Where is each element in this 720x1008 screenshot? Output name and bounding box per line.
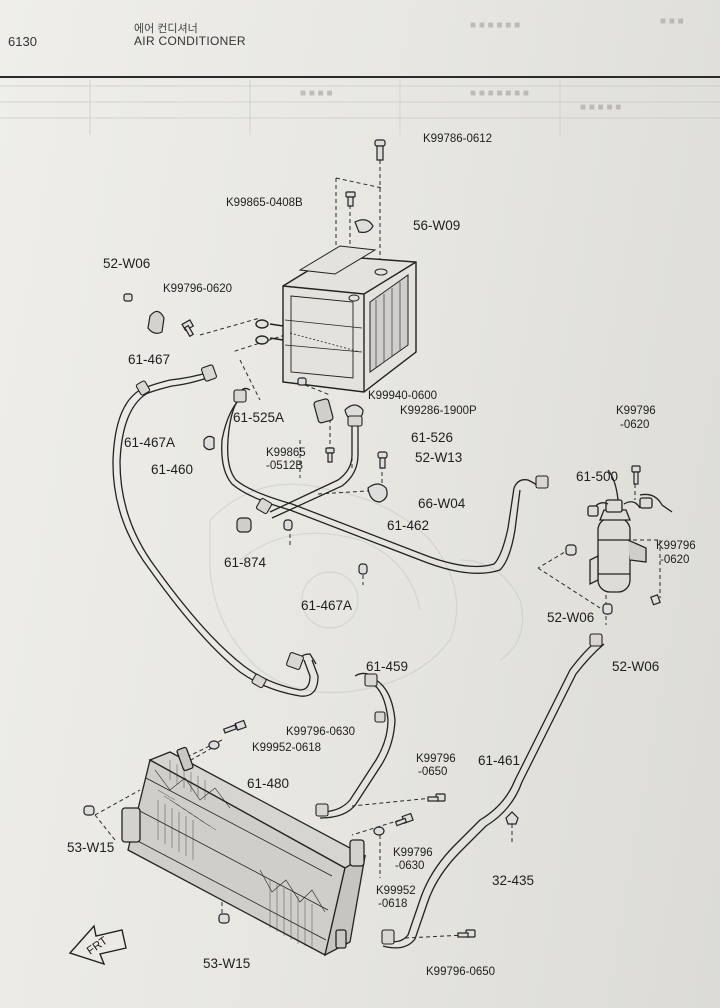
svg-text:■ ■ ■ ■ ■ ■ ■: ■ ■ ■ ■ ■ ■ ■ xyxy=(470,88,529,99)
refrigerant-pipes xyxy=(112,371,673,949)
front-direction-arrow xyxy=(68,924,127,966)
label-k99796-0620-right2-line2: -0620 xyxy=(660,554,689,566)
label-k99952-0618-line1: K99952 xyxy=(376,885,416,897)
label-52-w06-left: 52-W06 xyxy=(103,256,150,271)
receiver-drier xyxy=(587,497,653,593)
label-61-874: 61-874 xyxy=(224,555,267,570)
condenser-fins xyxy=(157,760,313,948)
label-61-467a-top: 61-467A xyxy=(124,435,175,450)
header-rule xyxy=(0,76,720,78)
label-61-525a: 61-525A xyxy=(233,410,284,425)
label-k99796-0630-line1: K99796 xyxy=(393,847,433,859)
label-k99796-0620-right2-line1: K99796 xyxy=(656,540,696,552)
label-66-w04: 66-W04 xyxy=(418,496,466,511)
label-61-480: 61-480 xyxy=(247,776,289,791)
label-k99796-0650-bottom: K99796-0650 xyxy=(426,966,495,978)
label-32-435: 32-435 xyxy=(492,873,534,888)
label-k99865-0408b: K99865-0408B xyxy=(226,197,303,209)
label-61-500: 61-500 xyxy=(576,469,618,484)
label-k99796-0630-top: K99796-0630 xyxy=(286,726,355,738)
label-61-459: 61-459 xyxy=(366,659,408,674)
label-56-w09: 56-W09 xyxy=(413,218,460,233)
bleed-through-table xyxy=(0,80,720,135)
label-k99796-0620-right1-line1: K99796 xyxy=(616,405,656,417)
label-k99940-0600: K99940-0600 xyxy=(368,390,437,402)
page-number: 6130 xyxy=(8,34,37,49)
label-61-526: 61-526 xyxy=(411,430,453,445)
label-52-w06-right1: 52-W06 xyxy=(547,610,594,625)
svg-text:■ ■ ■ ■ ■: ■ ■ ■ ■ ■ xyxy=(580,102,621,113)
label-53-w15-bottom: 53-W15 xyxy=(203,956,250,971)
label-k99865-0512b-line2: -0512B xyxy=(266,460,303,472)
label-k99796-0630-line2: -0630 xyxy=(395,860,424,872)
label-k99952-0618-top: K99952-0618 xyxy=(252,742,321,754)
label-k99952-0618-line2: -0618 xyxy=(378,898,407,910)
label-52-w06-right2: 52-W06 xyxy=(612,659,659,674)
label-k99796-0650-line1: K99796 xyxy=(416,753,456,765)
section-title-korean: 에어 컨디셔너 xyxy=(134,23,198,35)
label-61-467a-bottom: 61-467A xyxy=(301,598,352,613)
section-title: AIR CONDITIONER xyxy=(134,34,246,48)
background-engine-ghost xyxy=(209,483,524,694)
label-k99865-0512b-line1: K99865 xyxy=(266,447,306,459)
page-header: 6130 에어 컨디셔너 AIR CONDITIONER xyxy=(0,0,720,90)
label-k99796-0620-right1-line2: -0620 xyxy=(620,419,649,431)
label-61-467: 61-467 xyxy=(128,352,170,367)
label-k99796-0650-line2: -0650 xyxy=(418,766,447,778)
bleed-through-text: ■ ■ ■ ■ ■ ■ ■ ■ ■ ■ ■ ■ ■ ■ ■ ■ ■ ■ ■ ■ … xyxy=(300,16,684,113)
label-k99286-1900p: K99286-1900P xyxy=(400,405,477,417)
label-61-462: 61-462 xyxy=(387,518,429,533)
evaporator-unit xyxy=(255,245,417,393)
svg-text:■ ■ ■ ■ ■ ■: ■ ■ ■ ■ ■ ■ xyxy=(470,20,520,31)
label-k99796-0620-left: K99796-0620 xyxy=(163,283,232,295)
part-labels: K99786-0612 K99865-0408B 56-W09 52-W06 K… xyxy=(67,133,696,978)
label-53-w15-left: 53-W15 xyxy=(67,840,114,855)
label-52-w13: 52-W13 xyxy=(415,450,462,465)
svg-text:■ ■ ■ ■: ■ ■ ■ ■ xyxy=(300,88,333,99)
condenser xyxy=(121,746,367,957)
label-61-461: 61-461 xyxy=(478,753,520,768)
pipe-fittings xyxy=(135,364,603,945)
label-k99786-0612: K99786-0612 xyxy=(423,133,492,145)
svg-text:■ ■ ■: ■ ■ ■ xyxy=(660,16,684,27)
label-61-460: 61-460 xyxy=(151,462,193,477)
